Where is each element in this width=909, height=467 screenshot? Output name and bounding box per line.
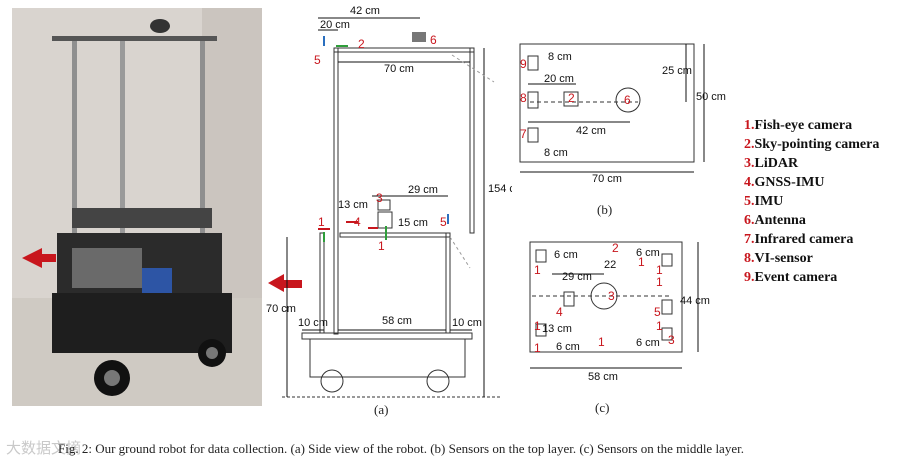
direction-arrow xyxy=(268,274,302,292)
dim-mid-58: 58 cm xyxy=(588,371,618,383)
sensor-legend: 1.Fish-eye camera 2.Sky-pointing camera … xyxy=(744,116,879,287)
dim-mid-6a: 6 cm xyxy=(554,249,578,261)
dim-top-8a: 8 cm xyxy=(548,51,572,63)
dim-top-70: 70 cm xyxy=(592,173,622,185)
dim-mid-6c: 6 cm xyxy=(556,341,580,353)
dim-top-20: 20 cm xyxy=(544,73,574,85)
sensor-label-3: 3 xyxy=(376,191,383,205)
dim-mid-height: 15 cm xyxy=(398,217,428,229)
dim-mid-22: 22 xyxy=(604,259,616,271)
sensor-label-1b: 1 xyxy=(378,239,385,253)
mid-label-1a: 1 xyxy=(534,263,541,277)
dim-mid-13: 13 cm xyxy=(542,323,572,335)
legend-item: 9.Event camera xyxy=(744,270,838,285)
legend-item: 4.GNSS-IMU xyxy=(744,175,825,190)
mid-label-1e: 1 xyxy=(534,319,541,333)
mid-label-1g: 1 xyxy=(598,335,605,349)
panel-label-a: (a) xyxy=(374,402,389,417)
dim-mid-offset1: 13 cm xyxy=(338,199,368,211)
robot-photo xyxy=(12,8,262,406)
dim-base-height: 70 cm xyxy=(266,303,296,315)
sensor-label-5b: 5 xyxy=(440,215,447,229)
dim-right-inset: 10 cm xyxy=(452,317,482,329)
legend-item: 3.LiDAR xyxy=(744,156,799,171)
mid-label-2: 2 xyxy=(612,241,619,255)
dim-left-inset: 10 cm xyxy=(298,317,328,329)
sensor-label-6: 6 xyxy=(430,33,437,47)
mid-label-1h: 1 xyxy=(656,319,663,333)
top-label-8: 8 xyxy=(520,91,527,105)
mid-label-3b: 3 xyxy=(668,333,675,347)
legend-item: 2.Sky-pointing camera xyxy=(744,137,880,152)
top-label-2: 2 xyxy=(568,91,575,105)
dim-top-42: 42 cm xyxy=(576,125,606,137)
mid-label-5: 5 xyxy=(654,305,661,319)
mid-label-1d: 1 xyxy=(656,275,663,289)
mid-label-1c: 1 xyxy=(656,263,663,277)
top-label-6: 6 xyxy=(624,93,631,107)
dim-mid-29: 29 cm xyxy=(562,271,592,283)
sensor-label-2: 2 xyxy=(358,37,365,51)
mid-label-1b: 1 xyxy=(638,255,645,269)
figure-caption: Fig. 2: Our ground robot for data collec… xyxy=(58,441,744,456)
dim-top-width: 70 cm xyxy=(384,63,414,75)
top-layer-diagram: 8 cm 20 cm 25 cm 50 cm 42 cm 8 cm 70 cm … xyxy=(519,43,726,185)
legend-item: 1.Fish-eye camera xyxy=(744,118,853,133)
sensor-label-4: 4 xyxy=(354,215,361,229)
panel-label-c: (c) xyxy=(595,400,610,415)
dim-top-offset: 20 cm xyxy=(320,19,350,31)
dim-mid-44: 44 cm xyxy=(680,295,710,307)
dim-top-total: 42 cm xyxy=(350,5,380,17)
legend-item: 7.Infrared camera xyxy=(744,232,854,247)
legend-item: 6.Antenna xyxy=(744,213,806,228)
middle-layer-diagram: 6 cm 22 6 cm 29 cm 44 cm 13 cm 6 cm 6 cm… xyxy=(529,241,710,383)
legend-item: 8.VI-sensor xyxy=(744,251,813,266)
dim-top-50: 50 cm xyxy=(696,91,726,103)
sensor-label-1a: 1 xyxy=(318,215,325,229)
dim-top-8b: 8 cm xyxy=(544,147,568,159)
dim-base-width: 58 cm xyxy=(382,315,412,327)
top-label-9: 9 xyxy=(520,57,527,71)
legend-item: 5.IMU xyxy=(744,194,784,209)
mid-label-3: 3 xyxy=(608,289,615,303)
dim-mid-6b: 6 cm xyxy=(636,247,660,259)
dim-mid-6d: 6 cm xyxy=(636,337,660,349)
watermark: 大数据文摘 xyxy=(6,439,82,457)
dim-height: 154 cm xyxy=(488,183,512,195)
mid-label-1f: 1 xyxy=(534,341,541,355)
dim-top-25: 25 cm xyxy=(662,65,692,77)
dim-mid-offset2: 29 cm xyxy=(408,184,438,196)
side-view-diagram: 42 cm 20 cm 70 cm 154 cm 13 cm 29 cm 15 … xyxy=(266,5,512,398)
mid-label-4: 4 xyxy=(556,305,563,319)
top-label-7: 7 xyxy=(520,127,527,141)
sensor-label-5: 5 xyxy=(314,53,321,67)
panel-label-b: (b) xyxy=(597,202,613,217)
